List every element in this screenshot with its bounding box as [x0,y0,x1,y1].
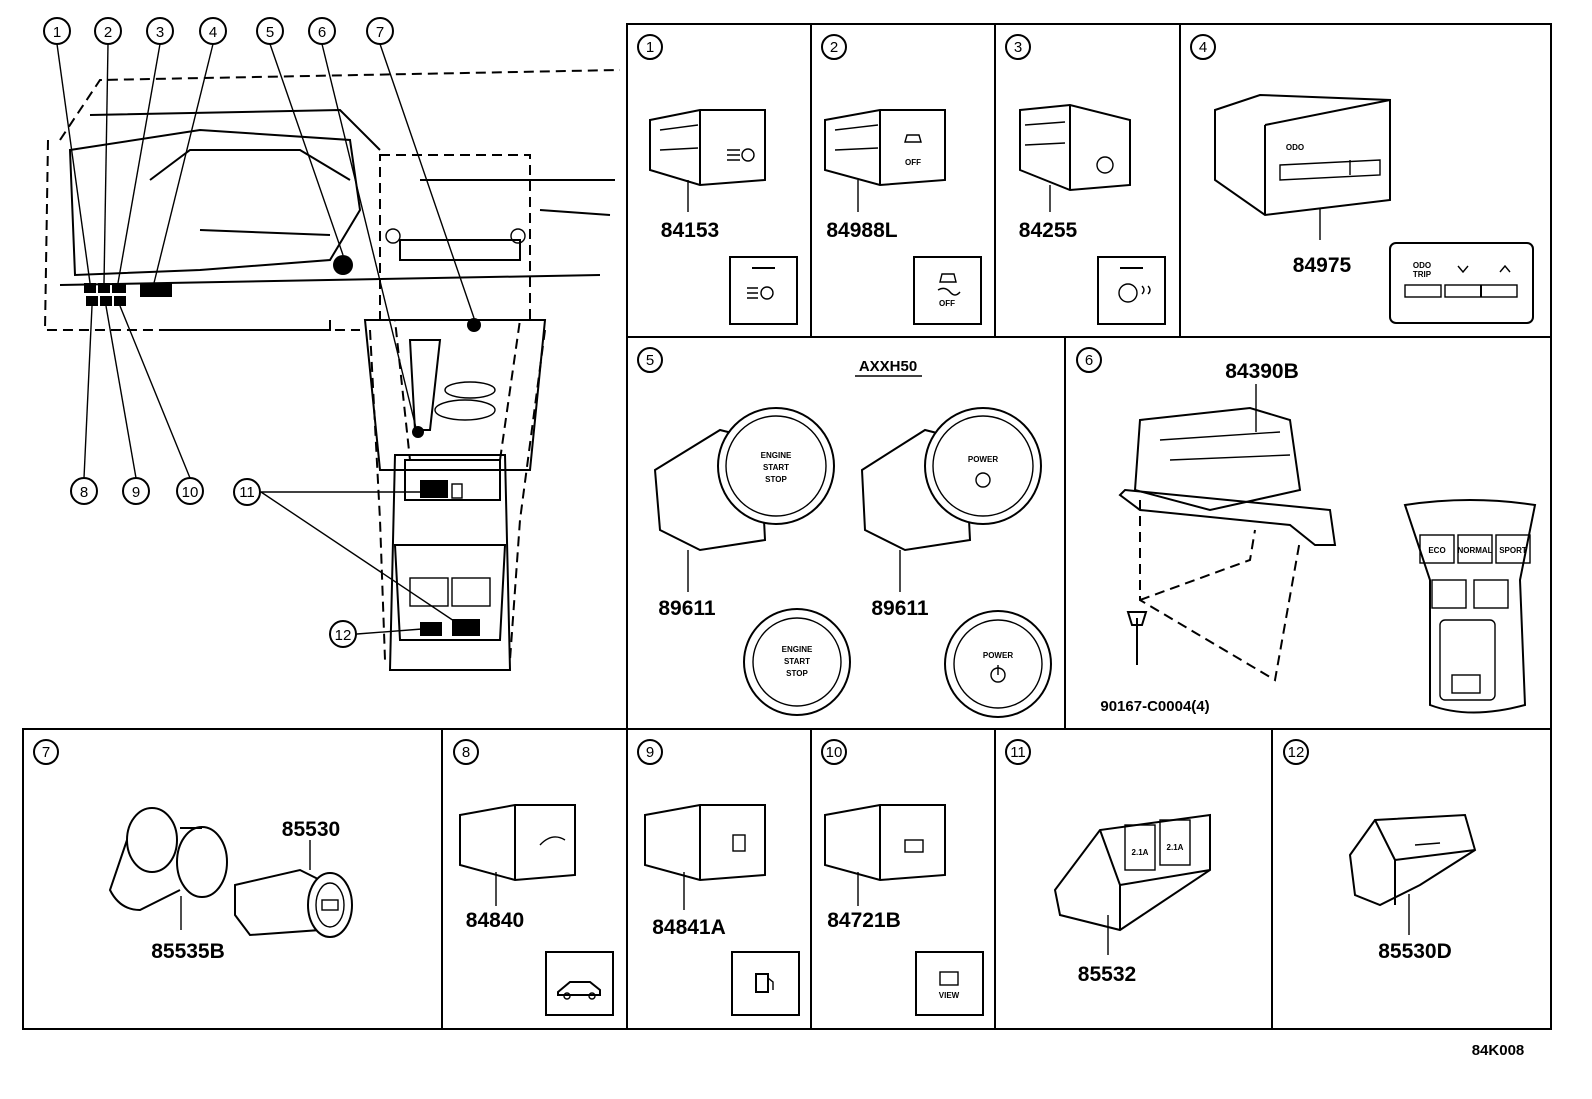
svg-text:1: 1 [646,39,654,56]
svg-text:1: 1 [53,24,61,41]
svg-text:5: 5 [266,24,274,41]
svg-text:ODO: ODO [1286,143,1304,152]
svg-text:11: 11 [1010,744,1026,761]
svg-text:8: 8 [80,484,88,501]
engine-start-stop-button: ENGINE START STOP [743,608,851,716]
svg-text:3: 3 [156,24,164,41]
panel-10[interactable]: 10 84721B VIEW [821,739,984,1016]
part-84840[interactable]: 84840 [466,909,524,932]
part-89611-b[interactable]: 89611 [871,597,929,620]
panel-5[interactable]: 5 AXXH50 ENGINE START STOP 89611 ENGINE … [637,347,1052,718]
svg-text:OFF: OFF [905,158,921,167]
part-84988L[interactable]: 84988L [826,219,897,242]
odo-trip-switch-icon [1389,242,1534,324]
svg-text:OFF: OFF [939,299,955,308]
panel-2[interactable]: 2 OFF 84988L OFF [821,34,982,325]
part-85535B[interactable]: 85535B [151,940,225,963]
part-90167-C0004[interactable]: 90167-C0004(4) [1100,698,1209,715]
variant-label: AXXH50 [859,358,917,375]
svg-text:VIEW: VIEW [939,991,960,1000]
part-89611-a[interactable]: 89611 [658,597,716,620]
svg-text:12: 12 [1288,744,1305,761]
panel-3[interactable]: 3 84255 [1005,34,1166,325]
dashboard-overview: 1 2 3 4 5 6 7 8 9 10 11 12 [43,17,621,671]
part-85532[interactable]: 85532 [1078,963,1136,986]
svg-text:6: 6 [318,24,326,41]
svg-text:STOP: STOP [786,669,808,678]
svg-text:ECO: ECO [1428,546,1445,555]
part-84390B[interactable]: 84390B [1225,360,1299,383]
panel-4[interactable]: 4 ODO 84975 ODO TRIP [1190,34,1534,324]
svg-text:ENGINE: ENGINE [761,451,792,460]
callout-5[interactable]: 5 [256,17,284,45]
panel-9[interactable]: 9 84841A [637,739,800,1016]
panel-11[interactable]: 11 2.1A 2.1A 85532 [1005,739,1211,986]
svg-text:ODO: ODO [1413,261,1431,270]
svg-text:2.1A: 2.1A [1132,848,1149,857]
power-button: POWER [944,610,1052,718]
trunk-open-icon [545,951,614,1016]
svg-text:2: 2 [830,39,838,56]
svg-text:POWER: POWER [968,455,998,464]
panel-12[interactable]: 12 85530D [1283,739,1477,963]
start-button-location [333,255,353,275]
callout-12[interactable]: 12 [329,620,357,648]
svg-text:9: 9 [132,484,140,501]
svg-text:2.1A: 2.1A [1167,843,1184,852]
svg-text:STOP: STOP [765,475,787,484]
svg-text:ENGINE: ENGINE [782,645,813,654]
panel-grid [22,23,1552,1030]
fuel-lid-icon [731,951,800,1016]
svg-text:3: 3 [1014,39,1022,56]
callout-3[interactable]: 3 [146,17,174,45]
svg-text:9: 9 [646,744,654,761]
svg-text:12: 12 [335,627,352,644]
svg-text:7: 7 [376,24,384,41]
part-84841A[interactable]: 84841A [652,916,726,939]
svg-text:START: START [784,657,810,666]
svg-text:4: 4 [1199,39,1207,56]
callout-7[interactable]: 7 [366,17,394,45]
part-85530D[interactable]: 85530D [1378,940,1452,963]
svg-text:8: 8 [462,744,470,761]
callout-8[interactable]: 8 [70,477,98,505]
svg-text:START: START [763,463,789,472]
svg-text:SPORT: SPORT [1499,546,1527,555]
callout-4[interactable]: 4 [199,17,227,45]
panel-1[interactable]: 1 84153 [637,34,798,325]
svg-text:2: 2 [104,24,112,41]
part-84975[interactable]: 84975 [1293,254,1352,277]
svg-text:7: 7 [42,744,50,761]
svg-text:POWER: POWER [983,651,1013,660]
callout-2[interactable]: 2 [94,17,122,45]
camera-view-icon [915,951,984,1016]
callout-11[interactable]: 11 [233,478,261,506]
svg-text:4: 4 [209,24,217,41]
svg-text:TRIP: TRIP [1413,270,1432,279]
panel-8[interactable]: 8 84840 [453,739,614,1016]
svg-text:10: 10 [826,744,843,761]
traction-off-icon [913,256,982,325]
diagram-code: 84K008 [1472,1042,1525,1059]
usb-location [420,480,448,498]
svg-text:6: 6 [1085,352,1093,369]
svg-text:5: 5 [646,352,654,369]
part-84255[interactable]: 84255 [1019,219,1078,242]
part-85530[interactable]: 85530 [282,818,340,841]
svg-text:NORMAL: NORMAL [1457,546,1492,555]
panel-6[interactable]: 6 84390B 90167-C0004(4) ECO NORMAL SPORT [1076,347,1537,715]
callout-9[interactable]: 9 [122,477,150,505]
svg-text:11: 11 [239,484,255,501]
svg-text:10: 10 [182,484,199,501]
drive-mode-console: ECO NORMAL SPORT [1403,499,1537,714]
panel-7[interactable]: 7 85535B 85530 [33,739,353,963]
part-84153[interactable]: 84153 [661,219,719,242]
part-84721B[interactable]: 84721B [827,909,901,932]
callout-6[interactable]: 6 [308,17,336,45]
callout-1[interactable]: 1 [43,17,71,45]
callout-10[interactable]: 10 [176,477,204,505]
